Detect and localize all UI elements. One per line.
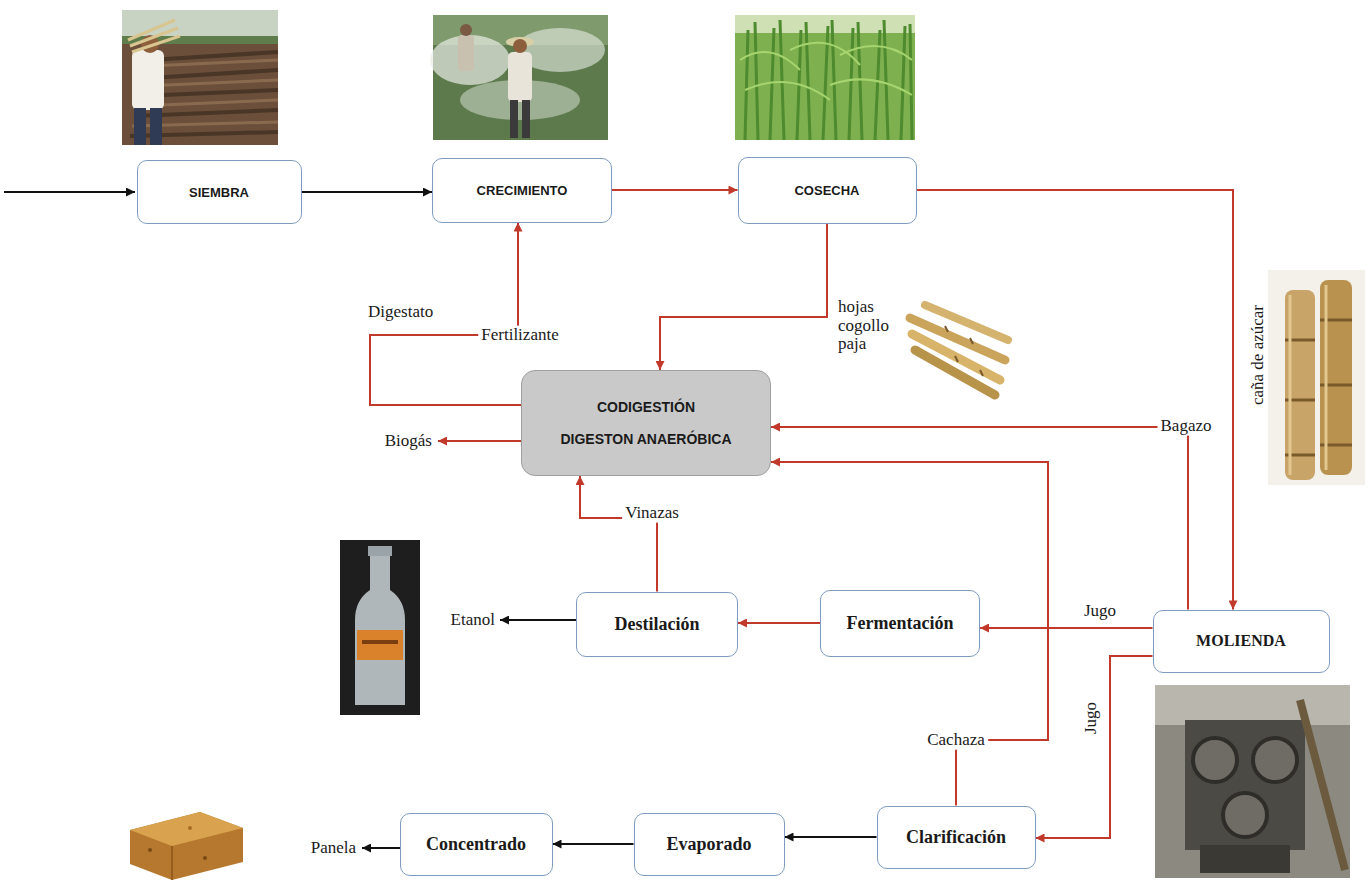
output-label: Etanol	[451, 611, 495, 630]
flow-label: Bagazo	[1158, 417, 1215, 436]
process-box: Destilación	[576, 592, 738, 657]
node-text: Evaporado	[666, 834, 751, 855]
output-arrow	[362, 847, 400, 849]
entry-arrow	[4, 191, 135, 193]
harvest-photo	[735, 15, 915, 140]
output-label: Panela	[311, 839, 356, 858]
flow-arrow	[917, 190, 1234, 610]
node-text: COSECHA	[794, 183, 859, 198]
output-arrow	[500, 619, 576, 621]
process-box: Concentrado	[400, 813, 553, 876]
flow-label: caña de azúcar	[1249, 305, 1268, 405]
process-box: COSECHA	[738, 157, 917, 224]
node-text: Fermentación	[847, 613, 954, 634]
node-text: CODIGESTIÓN	[597, 399, 695, 415]
flow-arrow	[1036, 656, 1153, 838]
process-box: Evaporado	[634, 813, 785, 876]
flow-arrow	[738, 622, 820, 624]
flow-arrow	[980, 627, 1153, 629]
flow-label: Fertilizante	[478, 326, 561, 345]
flow-arrow	[771, 427, 1188, 610]
cane-stalks-photo	[910, 305, 1008, 395]
flow-label: Jugo	[1084, 602, 1116, 621]
panela-photo	[130, 812, 243, 880]
flow-label: Jugo	[1082, 702, 1101, 734]
node-text: Concentrado	[426, 834, 526, 855]
flow-arrow	[771, 462, 1048, 806]
node-text: Destilación	[615, 614, 700, 635]
flow-label: hojas cogollo paja	[838, 298, 896, 354]
process-box: MOLIENDA	[1153, 610, 1330, 673]
process-box: Clarificación	[877, 806, 1036, 869]
sugarcane-photo	[1268, 270, 1365, 485]
digester-box: CODIGESTIÓN DIGESTON ANAERÓBICA	[521, 370, 771, 476]
flow-label: Digestato	[368, 303, 433, 322]
flow-arrow	[580, 476, 657, 592]
growth-photo	[430, 15, 608, 140]
flow-label: Vinazas	[622, 504, 682, 523]
flow-arrow	[302, 191, 433, 193]
node-text: MOLIENDA	[1196, 632, 1286, 650]
flow-arrow	[553, 843, 634, 845]
mill-photo	[1155, 685, 1350, 878]
flow-arrow	[660, 224, 827, 371]
node-text: Clarificación	[906, 827, 1006, 848]
process-box: Fermentación	[820, 590, 980, 657]
flow-arrow	[612, 189, 738, 191]
node-text: CRECIMIENTO	[477, 183, 568, 198]
node-text: DIGESTON ANAERÓBICA	[560, 431, 731, 447]
flow-arrow	[785, 836, 877, 838]
output-arrow	[438, 440, 521, 442]
process-box: CRECIMIENTO	[432, 158, 612, 223]
sowing-photo	[122, 10, 278, 145]
flow-label: Cachaza	[924, 731, 988, 750]
output-label: Biogás	[385, 432, 432, 451]
ethanol-bottle-photo	[340, 540, 420, 715]
node-text: SIEMBRA	[189, 185, 249, 200]
process-box: SIEMBRA	[137, 160, 302, 224]
